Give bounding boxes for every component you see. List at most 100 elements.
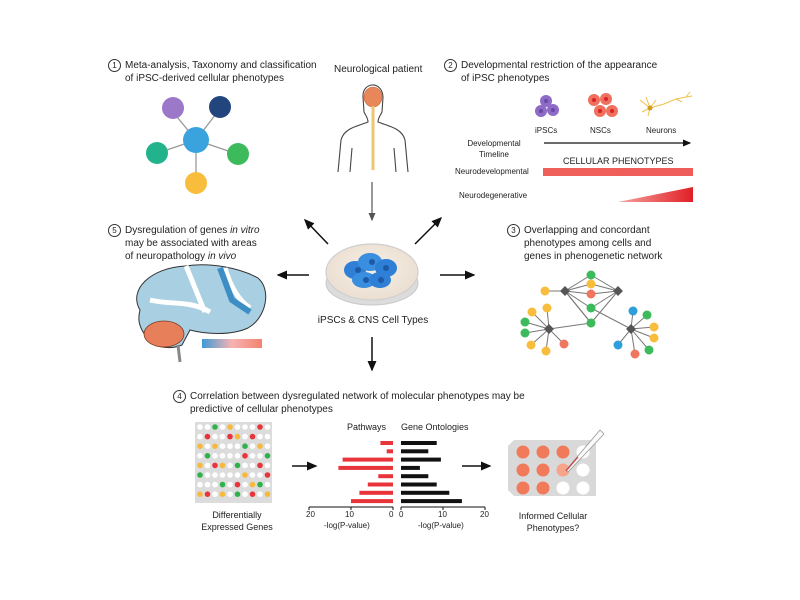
gene-dot	[212, 481, 218, 488]
network-node	[520, 317, 530, 327]
network-hub	[613, 286, 623, 296]
gene-dot	[212, 433, 218, 440]
gene-dot	[257, 472, 263, 478]
gene-dot	[242, 462, 248, 469]
gene-dot	[197, 491, 203, 498]
network-node	[630, 349, 640, 359]
step-number-5: 5	[108, 224, 121, 237]
gene-dot	[197, 472, 203, 478]
neurodevelopmental-bar	[543, 168, 693, 176]
network-node	[613, 340, 623, 350]
gene-dot	[257, 491, 263, 498]
gene-dot	[264, 472, 271, 478]
gene-dot	[264, 453, 271, 459]
plate-well	[536, 463, 550, 477]
brain-illustration	[136, 264, 267, 363]
gene-dot	[227, 462, 233, 469]
plate-well	[556, 463, 570, 477]
cell-label-nscs: NSCs	[590, 126, 611, 135]
gene-dot	[242, 443, 248, 450]
gene-dot	[219, 491, 226, 498]
gene-dot	[257, 443, 263, 450]
step-number-3: 3	[507, 224, 520, 237]
gene-dot	[242, 491, 248, 498]
gene-dot	[257, 462, 263, 469]
row-neurodevelopmental: Neurodevelopmental	[455, 167, 529, 176]
network-node	[642, 310, 652, 320]
gene-dot	[197, 443, 203, 450]
pathways-xlabel: -log(P-value)	[324, 521, 370, 530]
plate-well	[556, 481, 570, 495]
gene-dot	[249, 443, 256, 450]
node-yellow	[185, 172, 207, 194]
plate-well	[516, 445, 530, 459]
gene-dot	[204, 433, 211, 440]
gene-dot	[234, 481, 241, 488]
neuron-cell	[639, 91, 693, 117]
cell-cluster	[344, 253, 397, 288]
row-neurodegenerative: Neurodegenerative	[459, 191, 528, 200]
plate-well	[556, 445, 570, 459]
gene-dot	[197, 481, 203, 488]
gene-dot	[264, 462, 271, 469]
go-bar	[401, 457, 441, 462]
gene-dot	[219, 481, 226, 488]
network-hub	[560, 286, 570, 296]
gene-dot	[212, 462, 218, 469]
pathway-bar	[338, 465, 393, 470]
gene-dot	[227, 443, 233, 450]
gene-dot	[264, 491, 271, 498]
gene-dot	[249, 424, 256, 430]
gene-dot	[234, 472, 241, 478]
gene-dot	[204, 462, 211, 469]
pathway-bar	[380, 441, 393, 445]
chart-title-gene-ontologies: Gene Ontologies	[401, 422, 469, 432]
phenogenetic-network	[520, 270, 659, 359]
pathway-bar	[386, 449, 393, 454]
gene-dot	[264, 424, 271, 430]
gene-dot	[212, 491, 218, 498]
gene-dot	[197, 424, 203, 430]
gene-dot	[249, 433, 256, 440]
gene-dot	[219, 443, 226, 450]
gene-dot	[264, 443, 271, 450]
plate-well	[576, 481, 590, 495]
gene-dot	[212, 443, 218, 450]
gene-dot	[264, 433, 271, 440]
gene-dot	[204, 472, 211, 478]
cell-label-neurons: Neurons	[646, 126, 677, 135]
gene-dot	[204, 481, 211, 488]
nsc-cells	[588, 93, 618, 117]
network-node	[586, 318, 596, 328]
flow-arrows	[276, 182, 492, 471]
cell-label-ipscs: iPSCs	[535, 126, 558, 135]
gene-dot	[242, 424, 248, 430]
arrow-to-panel1	[303, 218, 329, 245]
patient-label: Neurological patient	[334, 64, 423, 75]
phenotypes-header: CELLULAR PHENOTYPES	[563, 156, 674, 166]
brain-icon	[363, 86, 383, 108]
gene-dot	[249, 481, 256, 488]
network-node	[586, 303, 596, 313]
arrow-to-panel2	[414, 216, 443, 245]
gene-dot	[204, 443, 211, 450]
gene-dot	[197, 453, 203, 459]
neurodegenerative-wedge	[618, 187, 693, 202]
gene-dot	[249, 491, 256, 498]
network-node	[541, 346, 551, 356]
network-node	[586, 289, 596, 299]
plate-well	[536, 445, 550, 459]
gene-dot	[234, 453, 241, 459]
gene-dot	[219, 462, 226, 469]
gene-dot	[219, 453, 226, 459]
well-plate	[508, 429, 605, 496]
network-node	[542, 303, 552, 313]
cerebellum	[143, 320, 185, 348]
step-number-2: 2	[444, 59, 457, 72]
